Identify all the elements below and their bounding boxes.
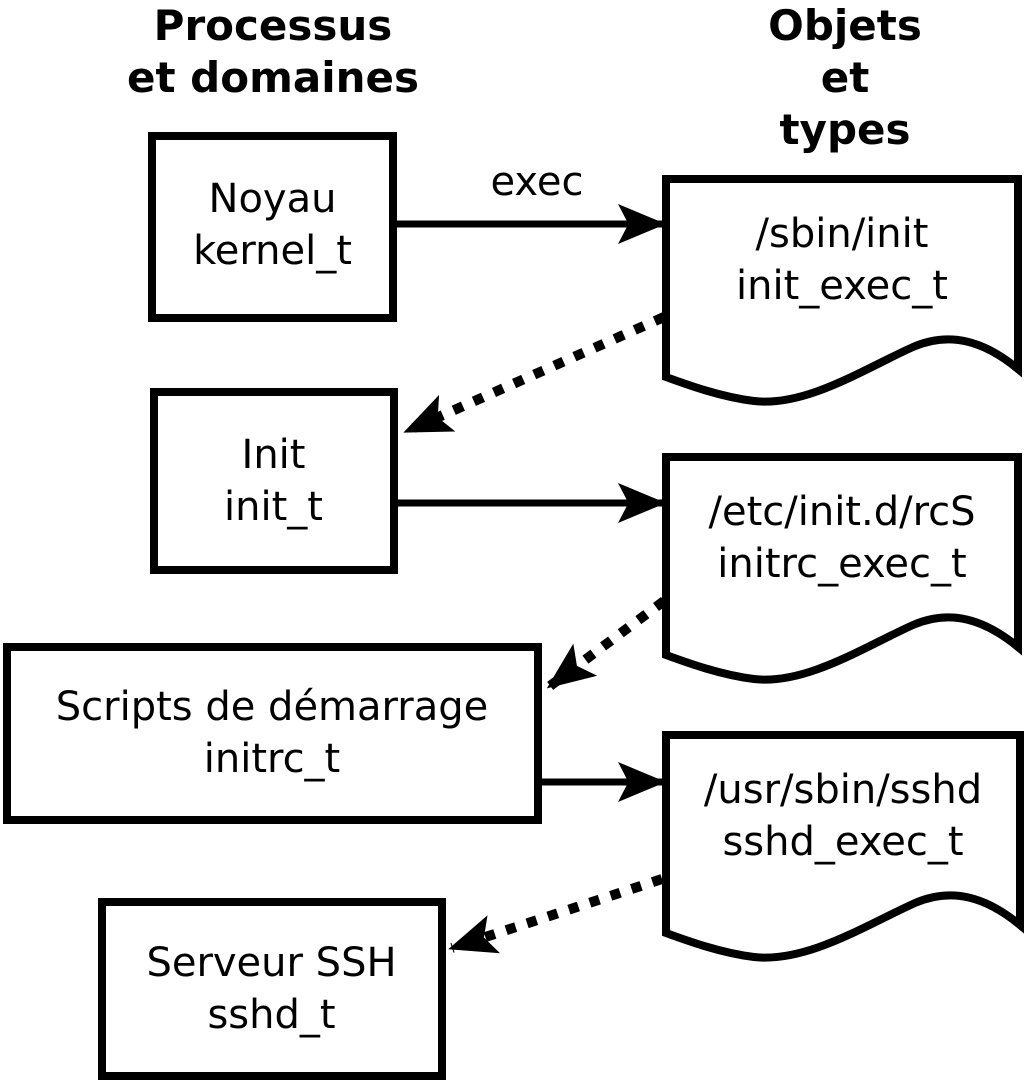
file-path: /etc/init.d/rcS	[708, 489, 976, 535]
process-type: kernel_t	[193, 228, 352, 274]
file-shape-usr-sbin-sshd	[662, 731, 1024, 962]
process-label: Init	[241, 431, 306, 478]
column-header-objects: Objets et types	[768, 1, 922, 154]
file-type: sshd_exec_t	[722, 819, 964, 865]
exec-arrow-label: exec	[490, 159, 584, 205]
process-label: Serveur SSH	[146, 939, 397, 986]
process-box-initrc	[3, 643, 542, 824]
file-node-etc-initd-rcs: /etc/init.d/rcS initrc_exec_t	[666, 457, 1018, 619]
file-shape-sbin-init	[662, 175, 1022, 406]
file-type: initrc_exec_t	[717, 541, 967, 587]
process-node-kernel: Noyau kernel_t	[148, 132, 397, 318]
transition-arrow-sshd-file-to-sshd	[448, 874, 664, 954]
process-box-init	[150, 388, 398, 574]
transition-arrow-init-file-to-init	[403, 312, 667, 436]
transition-arrow-rcs-file-to-initrc	[546, 596, 667, 691]
process-type: init_t	[224, 483, 323, 530]
process-label: Scripts de démarrage	[55, 684, 489, 730]
process-box-kernel	[148, 132, 397, 322]
process-type: sshd_t	[207, 991, 336, 1038]
file-node-usr-sbin-sshd: /usr/sbin/sshd sshd_exec_t	[666, 735, 1020, 897]
file-type: init_exec_t	[736, 263, 948, 309]
file-path: /usr/sbin/sshd	[703, 767, 983, 813]
column-header-processes: Processus et domaines	[127, 1, 419, 102]
file-node-sbin-init: /sbin/init init_exec_t	[666, 179, 1018, 341]
process-node-init: Init init_t	[150, 388, 397, 573]
file-path: /sbin/init	[755, 211, 929, 257]
process-type: initrc_t	[203, 736, 341, 782]
process-node-sshd: Serveur SSH sshd_t	[98, 898, 445, 1079]
file-shape-etc-initd-rcs	[662, 453, 1022, 684]
process-node-initrc: Scripts de démarrage initrc_t	[3, 643, 541, 823]
process-box-sshd	[98, 898, 446, 1080]
process-label: Noyau	[208, 176, 337, 222]
